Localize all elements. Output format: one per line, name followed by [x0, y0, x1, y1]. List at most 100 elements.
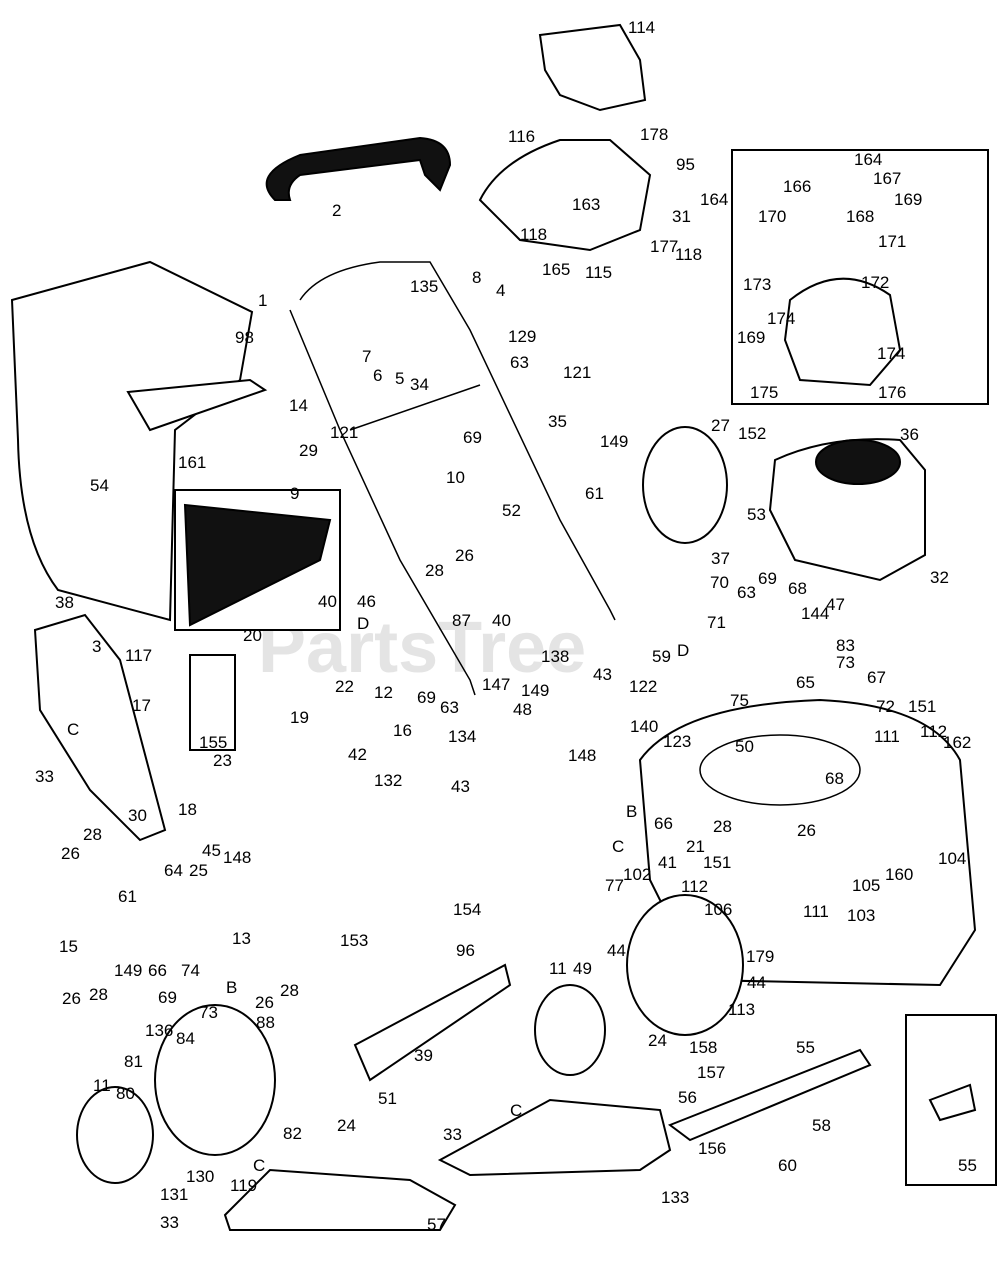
handle-right-rail	[299, 261, 616, 621]
callout-149b: 149	[114, 961, 142, 980]
callout-82: 82	[283, 1124, 302, 1143]
callout-28e: 28	[713, 817, 732, 836]
callout-138: 138	[541, 647, 569, 666]
callout-119: 119	[230, 1176, 257, 1195]
callout-56: 56	[678, 1088, 697, 1107]
callout-59: 59	[652, 647, 671, 666]
callout-174b: 174	[877, 344, 905, 363]
callout-52: 52	[502, 501, 521, 520]
callout-154: 154	[453, 900, 481, 919]
callout-26c: 26	[62, 989, 81, 1008]
callout-58: 58	[812, 1116, 831, 1135]
callout-30: 30	[128, 806, 147, 825]
callout-73b: 73	[836, 653, 855, 672]
callout-170: 170	[758, 207, 786, 226]
callout-51: 51	[378, 1089, 397, 1108]
callout-80: 80	[116, 1084, 135, 1103]
callout-37: 37	[711, 549, 730, 568]
callout-41: 41	[658, 853, 677, 872]
callout-66a: 66	[148, 961, 167, 980]
chute-shape	[538, 23, 647, 112]
callout-149c: 149	[600, 432, 628, 451]
callout-7: 7	[362, 347, 371, 366]
callout-32: 32	[930, 568, 949, 587]
callout-158: 158	[689, 1038, 717, 1057]
chute-deflector	[478, 139, 652, 252]
callout-47: 47	[826, 595, 845, 614]
callout-111b: 111	[803, 902, 829, 921]
callout-50: 50	[735, 737, 754, 756]
callout-102: 102	[623, 865, 651, 884]
part-shapes	[10, 23, 977, 1231]
callout-6: 6	[373, 366, 382, 385]
callout-24b: 24	[648, 1031, 667, 1050]
callout-69b: 69	[417, 688, 436, 707]
callout-169b: 169	[737, 328, 765, 347]
callout-Da: D	[357, 614, 369, 633]
callout-33c: 33	[443, 1125, 462, 1144]
callout-179: 179	[746, 947, 774, 966]
callout-175: 175	[750, 383, 778, 402]
callout-167: 167	[873, 169, 901, 188]
callout-28d: 28	[280, 981, 299, 1000]
rear-door	[189, 654, 236, 751]
callout-63c: 63	[737, 583, 756, 602]
callout-114: 114	[628, 18, 655, 37]
callout-17: 17	[132, 696, 151, 715]
callout-44b: 44	[747, 973, 766, 992]
callout-172: 172	[861, 273, 889, 292]
callout-15: 15	[59, 937, 78, 956]
callout-69c: 69	[158, 988, 177, 1007]
callout-123: 123	[663, 732, 691, 751]
inset-blower-housing	[783, 277, 902, 387]
callout-33a: 33	[35, 767, 54, 786]
callout-20: 20	[243, 626, 262, 645]
callout-5: 5	[395, 369, 404, 388]
callout-46: 46	[357, 592, 376, 611]
callout-133: 133	[661, 1188, 689, 1207]
callout-66b: 66	[654, 814, 673, 833]
inset-engine-detail	[731, 149, 989, 405]
callout-160: 160	[885, 865, 913, 884]
callout-36: 36	[900, 425, 919, 444]
callout-61a: 61	[118, 887, 137, 906]
callout-156: 156	[698, 1139, 726, 1158]
callout-Cb: C	[253, 1156, 265, 1175]
callout-27: 27	[711, 416, 730, 435]
callout-70: 70	[710, 573, 729, 592]
callout-75: 75	[730, 691, 749, 710]
callout-121b: 121	[330, 423, 358, 442]
callout-165: 165	[542, 260, 570, 279]
wheel-rear-left	[154, 1004, 276, 1156]
callout-130: 130	[186, 1167, 214, 1186]
callout-63b: 63	[440, 698, 459, 717]
callout-176: 176	[878, 383, 906, 402]
callout-12: 12	[374, 683, 393, 702]
callout-B1: B	[226, 978, 237, 997]
callout-8: 8	[472, 268, 481, 287]
callout-111a: 111	[874, 727, 900, 746]
callout-14: 14	[289, 396, 308, 415]
inset-blade-adapter	[905, 1014, 997, 1186]
callout-26b: 26	[61, 844, 80, 863]
callout-11a: 11	[93, 1076, 111, 1095]
callout-95: 95	[676, 155, 695, 174]
callout-31: 31	[672, 207, 691, 226]
callout-57: 57	[427, 1215, 446, 1234]
deck-opening	[699, 734, 861, 806]
callout-173: 173	[743, 275, 771, 294]
callout-83: 83	[836, 636, 855, 655]
callout-77: 77	[605, 876, 624, 895]
callout-136: 136	[145, 1021, 173, 1040]
callout-171: 171	[878, 232, 906, 251]
callout-135: 135	[410, 277, 438, 296]
callout-26d: 26	[255, 993, 274, 1012]
handle-crossbar	[349, 384, 481, 431]
callout-43b: 43	[451, 777, 470, 796]
blade	[667, 1048, 872, 1142]
callout-45: 45	[202, 841, 221, 860]
callout-162: 162	[943, 733, 971, 752]
wheel-front-right	[626, 894, 744, 1036]
callout-116: 116	[508, 127, 535, 146]
